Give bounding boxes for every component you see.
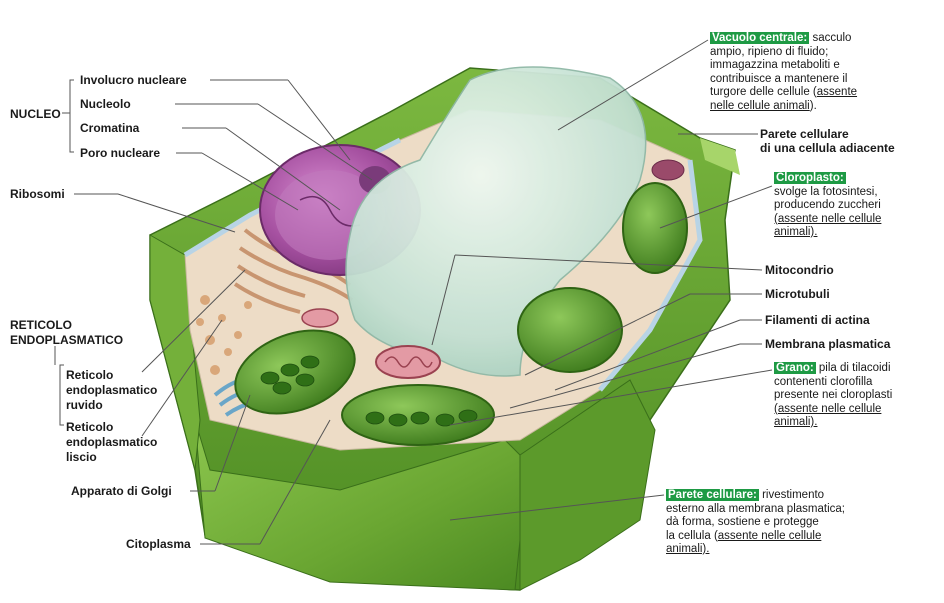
desc-parete-l5: animali). [666, 543, 710, 555]
mitochondrion [301, 308, 441, 379]
desc-grano-l3: presente nei cloroplasti [774, 389, 893, 401]
desc-grano-l1: pila di tilacoidi [818, 362, 891, 374]
desc-cloroplasto-l2: producendo zuccheri [774, 199, 881, 211]
desc-parete-cellulare: Parete cellulare: rivestimento esterno a… [666, 489, 845, 557]
desc-parete-title: Parete cellulare: [666, 489, 759, 501]
desc-grano-l2: contenenti clorofilla [774, 375, 873, 388]
desc-parete-l3: dà forma, sostiene e protegge [666, 516, 819, 528]
desc-vacuolo-l1: sacculo [812, 32, 852, 44]
label-endoplasmatico: ENDOPLASMATICO [10, 333, 124, 347]
label-reticolo: RETICOLO [10, 318, 72, 332]
label-ribosomi: Ribosomi [10, 187, 65, 201]
label-mitocondrio: Mitocondrio [765, 263, 834, 277]
desc-cloroplasto-l3: (assente nelle cellule [774, 212, 882, 225]
desc-vacuolo-title: Vacuolo centrale: [710, 32, 810, 44]
desc-vacuolo-l6b: ). [809, 99, 817, 112]
desc-parete-l4a: la cellula ( [666, 529, 718, 542]
desc-parete-l1: rivestimento [762, 489, 825, 501]
label-reticolo-liscio-3: liscio [66, 450, 97, 464]
label-parete-adiacente-2: di una cellula adiacente [760, 141, 895, 155]
label-reticolo-liscio-1: Reticolo [66, 420, 114, 434]
chloroplast [234, 182, 688, 446]
desc-vacuolo-l6a: nelle cellule animali [710, 99, 810, 112]
label-nucleolo: Nucleolo [80, 97, 131, 111]
label-cromatina: Cromatina [80, 121, 140, 135]
label-reticolo-ruvido-3: ruvido [66, 398, 103, 412]
desc-grano-l5: animali). [774, 416, 818, 428]
label-citoplasma: Citoplasma [126, 537, 191, 551]
label-filamenti-actina: Filamenti di actina [765, 313, 870, 327]
vesicle [651, 159, 685, 181]
desc-vacuolo-l3: immagazzina metaboliti e [710, 59, 840, 71]
label-parete-adiacente-1: Parete cellulare [760, 127, 849, 141]
label-reticolo-liscio-2: endoplasmatico [66, 435, 158, 449]
desc-cloroplasto-l1: svolge la fotosintesi, [774, 185, 878, 198]
label-involucro-nucleare: Involucro nucleare [80, 73, 187, 87]
label-reticolo-ruvido-1: Reticolo [66, 368, 114, 382]
desc-grano: Grano: pila di tilacoidi contenenti clor… [774, 362, 892, 430]
label-membrana-plasmatica: Membrana plasmatica [765, 337, 891, 351]
desc-vacuolo-l4: contribuisce a mantenere il [710, 72, 848, 85]
label-microtubuli: Microtubuli [765, 287, 830, 301]
leader-lines [54, 39, 773, 545]
desc-cloroplasto-title: Cloroplasto: [774, 172, 846, 184]
label-poro-nucleare: Poro nucleare [80, 146, 161, 160]
desc-grano-title: Grano: [774, 362, 816, 374]
desc-vacuolo-l5b: assente [816, 86, 858, 98]
desc-parete-l4b: assente nelle cellule [717, 529, 822, 542]
desc-vacuolo-centrale: Vacuolo centrale: sacculo ampio, ripieno… [710, 32, 857, 113]
label-apparato-golgi: Apparato di Golgi [71, 484, 172, 498]
desc-grano-l4: (assente nelle cellule [774, 402, 882, 415]
desc-parete-l2: esterno alla membrana plasmatica; [666, 502, 845, 515]
label-reticolo-ruvido-2: endoplasmatico [66, 383, 158, 397]
desc-cloroplasto: Cloroplasto: svolge la fotosintesi, prod… [774, 172, 881, 240]
desc-vacuolo-l5a: turgore delle cellule ( [710, 86, 817, 98]
label-nucleo: NUCLEO [10, 107, 61, 121]
desc-cloroplasto-l4: animali). [774, 226, 818, 238]
endoplasmic-reticulum [196, 228, 354, 375]
desc-vacuolo-l2: ampio, ripieno di fluido; [710, 45, 829, 58]
